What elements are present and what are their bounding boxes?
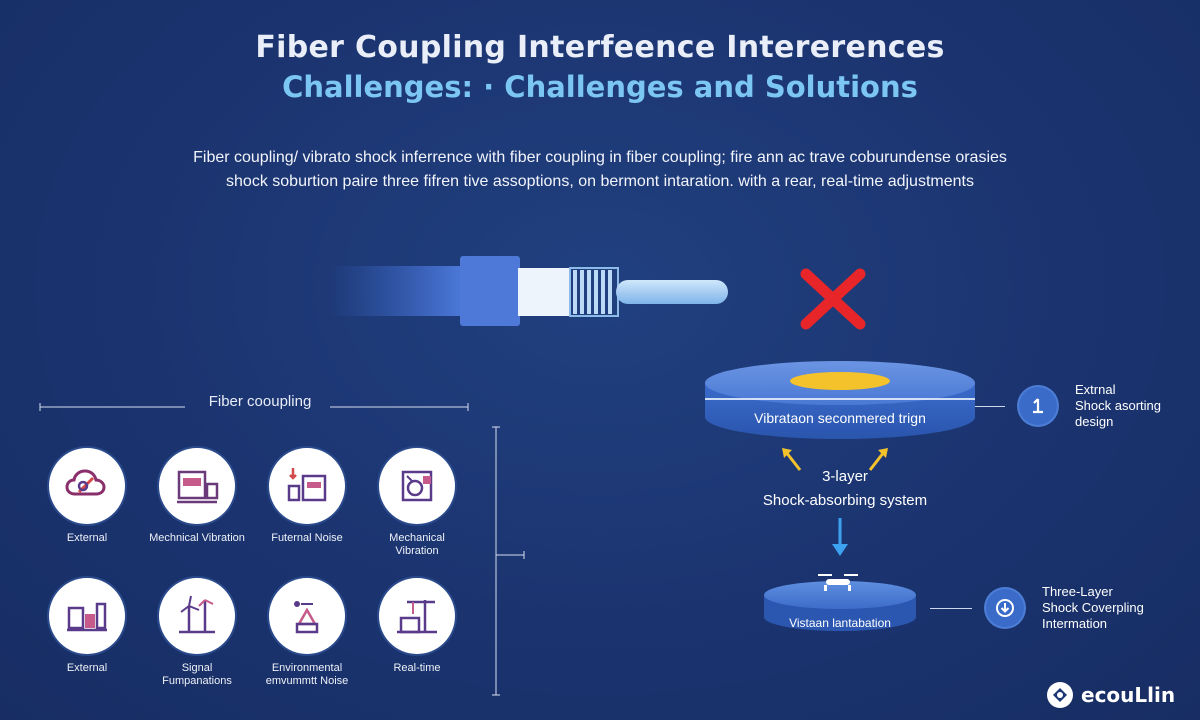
- icon-item-mechnical-vibration: Mechnical Vibration: [142, 448, 252, 545]
- side-item-text: Three-Layer Shock Coverpling Intermation: [1042, 584, 1144, 631]
- icon-item-futernal-noise: Futernal Noise: [252, 448, 362, 545]
- cable-spring: [573, 270, 612, 314]
- description-line-1: Fiber coupling/ vibrato shock inferrence…: [193, 149, 1007, 166]
- cable-jacket: [460, 256, 520, 326]
- icon-label: Futernal Noise: [271, 532, 343, 544]
- side-item-external-shock: Extrnal Shock asorting design: [975, 382, 1200, 430]
- icon-label: Mechnical Vibration: [149, 532, 245, 544]
- logo-text: ecouLlin: [1081, 683, 1176, 707]
- shock-system-label: 3-layer Shock-absorbing system: [730, 465, 960, 513]
- numeral-icon: [1019, 387, 1057, 425]
- system-line-1: 3-layer: [822, 468, 868, 485]
- base-platform-label: Vistaan lantabation: [789, 616, 891, 630]
- fiber-coupling-bracket: [39, 403, 525, 696]
- gear-frame-icon: [379, 448, 455, 524]
- cable-tip: [616, 280, 728, 304]
- wind-turbine-icon: [159, 578, 235, 654]
- machine-icon: [159, 448, 235, 524]
- industrial-icon: [49, 578, 125, 654]
- page-subtitle: Challenges: · Challenges and Solutions: [282, 70, 918, 104]
- brand-logo: ecouLlin: [1045, 680, 1175, 710]
- cable-ferrule: [518, 268, 570, 316]
- connector-line: [975, 405, 1005, 407]
- shock-arrows: [782, 448, 888, 556]
- cable-motion-trail: [330, 266, 465, 316]
- icon-label: Mechanical Vibration: [389, 532, 445, 557]
- icon-item-signal: Signal Fumpanations: [142, 578, 252, 688]
- icon-item-external-2: External: [32, 578, 142, 675]
- icon-label: External: [66, 662, 108, 674]
- icon-item-environmental: Environmental emvummtt Noise: [252, 578, 362, 688]
- fiber-cable-illustration: [330, 256, 728, 326]
- base-platform-disc: [764, 574, 916, 631]
- crane-icon: [379, 578, 455, 654]
- factory-icon: [269, 448, 345, 524]
- icon-label: Real-time: [393, 662, 441, 674]
- error-cross-icon: [800, 268, 866, 330]
- icon-item-real-time: Real-time: [362, 578, 472, 675]
- icon-label: Environmental emvummtt Noise: [265, 662, 349, 687]
- description: Fiber coupling/ vibrato shock inferrence…: [120, 146, 1080, 194]
- page-title: Fiber Coupling Interfeence Intererences: [255, 30, 945, 65]
- logo-mark-icon: [1047, 682, 1073, 708]
- side-item-text: Extrnal Shock asorting design: [1075, 382, 1161, 429]
- cloud-link-icon: [49, 448, 125, 524]
- vibration-platform-disc: [705, 361, 975, 439]
- icon-item-mechanical-vibration: Mechanical Vibration: [362, 448, 472, 558]
- download-icon: [986, 589, 1024, 627]
- platform-label: Vibrataon seconmered trign: [754, 410, 926, 426]
- side-item-three-layer: Three-Layer Shock Coverpling Intermation: [930, 584, 1172, 632]
- icon-item-external: External: [32, 448, 142, 545]
- system-line-2: Shock-absorbing system: [762, 492, 928, 509]
- connector-line: [930, 607, 972, 609]
- icon-label: Signal Fumpanations: [162, 662, 232, 687]
- drone-icon: [818, 574, 858, 591]
- description-line-2: shock soburtion paire three fifren tive …: [226, 173, 974, 190]
- platform-core: [790, 372, 890, 390]
- icon-label: External: [66, 532, 108, 544]
- hanging-weight-icon: [269, 578, 345, 654]
- fiber-coupling-label: Fiber cooupling: [208, 393, 312, 410]
